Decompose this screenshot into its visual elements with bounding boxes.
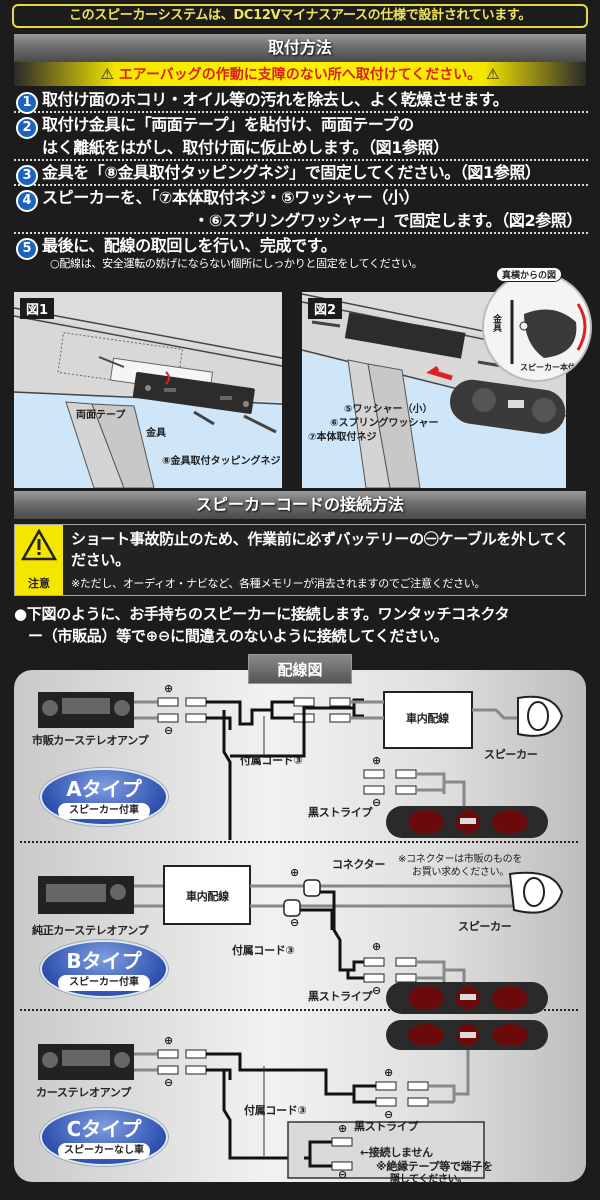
figure-1: 図1 両面テープ 金具 ⑧金具取付タッピングネジ	[14, 292, 282, 488]
type-c-cord-label: 付属コード③	[244, 1104, 307, 1117]
warning-triangle-icon: ⚠	[486, 65, 500, 83]
step-subnote: ○配線は、安全運転の妨げにならない個所にしっかりと固定をしてください。	[50, 257, 423, 270]
type-b-cord-label: 付属コード③	[232, 944, 295, 957]
step-text: 最後に、配線の取回しを行い、完成です。	[42, 236, 337, 255]
step-text: 取付け面のホコリ・オイル等の汚れを除去し、よく乾燥させます。	[42, 90, 509, 109]
minus-symbol: ⊖	[384, 1108, 393, 1121]
type-c-insulate-note-1: ※絶縁テープ等で端子を	[376, 1160, 493, 1173]
figure-1-illustration	[14, 307, 282, 488]
type-a-badge: Aタイプ スピーカー付車	[40, 768, 168, 826]
type-b-badge-subtitle: スピーカー付車	[58, 975, 150, 991]
type-b-connector-label: コネクター	[332, 858, 386, 871]
step-text-cont: はく離紙をはがし、取付け面に仮止めします。（図1参照）	[42, 138, 449, 157]
step-number-badge: 5	[16, 238, 38, 260]
caution-triangle-icon	[21, 529, 57, 561]
connection-intro: ●下図のように、お手持ちのスピーカーに接続します。ワンタッチコネクタ ー（市販品…	[14, 603, 592, 647]
side-view-body-label: スピーカー本体	[520, 363, 576, 372]
caution-label: 注意	[28, 577, 50, 590]
step-2: 2 取付け金具に「両面テープ」を貼付け、両面テープの はく離紙をはがし、取付け面…	[14, 113, 588, 161]
step-number-badge: 3	[16, 165, 38, 187]
wiring-lines	[20, 691, 580, 1179]
plus-symbol: ⊕	[372, 754, 381, 767]
type-c-badge-title: Cタイプ	[66, 1117, 142, 1141]
warning-triangle-icon: ⚠	[100, 65, 114, 83]
label-body-screw: ⑦本体取付ネジ	[308, 432, 377, 443]
step-1: 1 取付け面のホコリ・オイル等の汚れを除去し、よく乾燥させます。	[14, 88, 588, 114]
type-b-badge: Bタイプ スピーカー付車	[40, 940, 168, 998]
type-b-stereo-label: 純正カーステレオアンプ	[32, 924, 149, 937]
connection-section-title: スピーカーコードの接続方法	[14, 491, 586, 519]
wiring-diagram-title: 配線図	[248, 654, 352, 684]
side-view-illustration	[510, 300, 587, 364]
plus-symbol: ⊕	[290, 866, 299, 879]
step-5: 5 最後に、配線の取回しを行い、完成です。 ○配線は、安全運転の妨げにならない個…	[14, 234, 588, 271]
type-c-stereo-label: カーステレオアンプ	[36, 1086, 131, 1099]
wiring-diagram-panel: 市販カーステレオアンプ ⊕ ⊖ 車内配線 スピーカー 付属コード③ ⊕ ⊖ 黒ス…	[14, 670, 586, 1182]
figure-1-label: 図1	[20, 298, 55, 319]
type-c-badge: Cタイプ スピーカーなし車	[40, 1108, 168, 1166]
airbag-warning-text: エアーバッグの作動に支障のない所へ取付けてください。	[118, 67, 482, 83]
type-a-badge-subtitle: スピーカー付車	[58, 803, 150, 819]
figure-2-label: 図2	[308, 298, 343, 319]
minus-symbol: ⊖	[290, 916, 299, 929]
plus-symbol: ⊕	[338, 1122, 347, 1135]
type-a-speaker-label: スピーカー	[484, 748, 538, 761]
label-washer-small: ⑤ワッシャー（小）	[344, 404, 433, 415]
label-spring-washer: ⑥スプリングワッシャー	[330, 418, 439, 429]
caution-box: 注意 ショート事故防止のため、作業前に必ずバッテリーの㊀ケーブルを外してください…	[14, 524, 586, 596]
step-number-badge: 4	[16, 190, 38, 212]
type-a-cord-label: 付属コード③	[240, 754, 303, 767]
system-spec-note: このスピーカーシステムは、DC12Vマイナスアースの仕様で設計されています。	[12, 4, 588, 28]
plus-symbol: ⊕	[372, 940, 381, 953]
step-text: スピーカーを、「⑦本体取付ネジ・⑤ワッシャー（小）	[42, 188, 420, 207]
caution-label-panel: 注意	[15, 525, 63, 595]
minus-symbol: ⊖	[372, 984, 381, 997]
minus-symbol: ⊖	[338, 1168, 347, 1181]
install-section-title: 取付方法	[14, 34, 586, 62]
type-c-badge-subtitle: スピーカーなし車	[58, 1143, 150, 1159]
step-4: 4 スピーカーを、「⑦本体取付ネジ・⑤ワッシャー（小） ・⑥スプリングワッシャー…	[14, 186, 588, 234]
type-c-stripe-label: 黒ストライプ	[354, 1120, 419, 1133]
step-number-badge: 1	[16, 92, 38, 114]
type-b-stripe-label: 黒ストライプ	[308, 990, 373, 1003]
caution-main-text: ショート事故防止のため、作業前に必ずバッテリーの㊀ケーブルを外してください。	[71, 530, 570, 569]
intro-line-2: ー（市販品）等で⊕⊖に間違えのないように接続してください。	[28, 627, 449, 645]
type-a-badge-title: Aタイプ	[66, 777, 142, 801]
step-3: 3 金具を「⑧金具取付タッピングネジ」で固定してください。（図1参照）	[14, 161, 588, 187]
figure-2-illustration	[302, 293, 566, 488]
type-c-insulate-note-2: 隠してください。	[390, 1174, 467, 1182]
type-c-not-connected-label: ←接続しません	[360, 1146, 433, 1159]
label-tapping-screw: ⑧金具取付タッピングネジ	[162, 456, 281, 467]
plus-symbol: ⊕	[384, 1066, 393, 1079]
step-text: 取付け金具に「両面テープ」を貼付け、両面テープの	[42, 115, 414, 134]
type-b-in-car-wiring-label: 車内配線	[186, 890, 229, 903]
side-view-diagram: 金具 スピーカー本体	[482, 272, 592, 382]
step-text-cont: ・⑥スプリングワッシャー」で固定します。（図2参照）	[193, 211, 582, 230]
type-a-stripe-label: 黒ストライプ	[308, 806, 373, 819]
minus-symbol: ⊖	[372, 796, 381, 809]
minus-symbol: ⊖	[164, 724, 173, 737]
minus-symbol: ⊖	[164, 1076, 173, 1089]
intro-line-1: ●下図のように、お手持ちのスピーカーに接続します。ワンタッチコネクタ	[14, 605, 510, 623]
side-view-bracket-label: 金具	[491, 314, 501, 332]
type-a-stereo-label: 市販カーステレオアンプ	[32, 734, 149, 747]
type-b-connector-note-2: お買い求めください。	[412, 867, 509, 878]
type-b-connector-note-1: ※コネクターは市販のものを	[398, 854, 523, 865]
plus-symbol: ⊕	[164, 1034, 173, 1047]
label-double-sided-tape: 両面テープ	[76, 410, 126, 421]
install-steps: 1 取付け面のホコリ・オイル等の汚れを除去し、よく乾燥させます。 2 取付け金具…	[14, 88, 588, 271]
type-a-in-car-wiring-label: 車内配線	[406, 712, 449, 725]
label-bracket: 金具	[146, 428, 166, 439]
step-number-badge: 2	[16, 117, 38, 139]
step-text: 金具を「⑧金具取付タッピングネジ」で固定してください。（図1参照）	[42, 163, 541, 182]
airbag-warning-banner: ⚠ エアーバッグの作動に支障のない所へ取付けてください。 ⚠	[14, 62, 586, 86]
caution-sub-text: ※ただし、オーディオ・ナビなど、各種メモリーが消去されますのでご注意ください。	[71, 577, 486, 590]
type-b-speaker-label: スピーカー	[458, 920, 512, 933]
plus-symbol: ⊕	[164, 682, 173, 695]
type-b-badge-title: Bタイプ	[66, 949, 142, 973]
side-view-title: 真横からの図	[496, 267, 563, 282]
